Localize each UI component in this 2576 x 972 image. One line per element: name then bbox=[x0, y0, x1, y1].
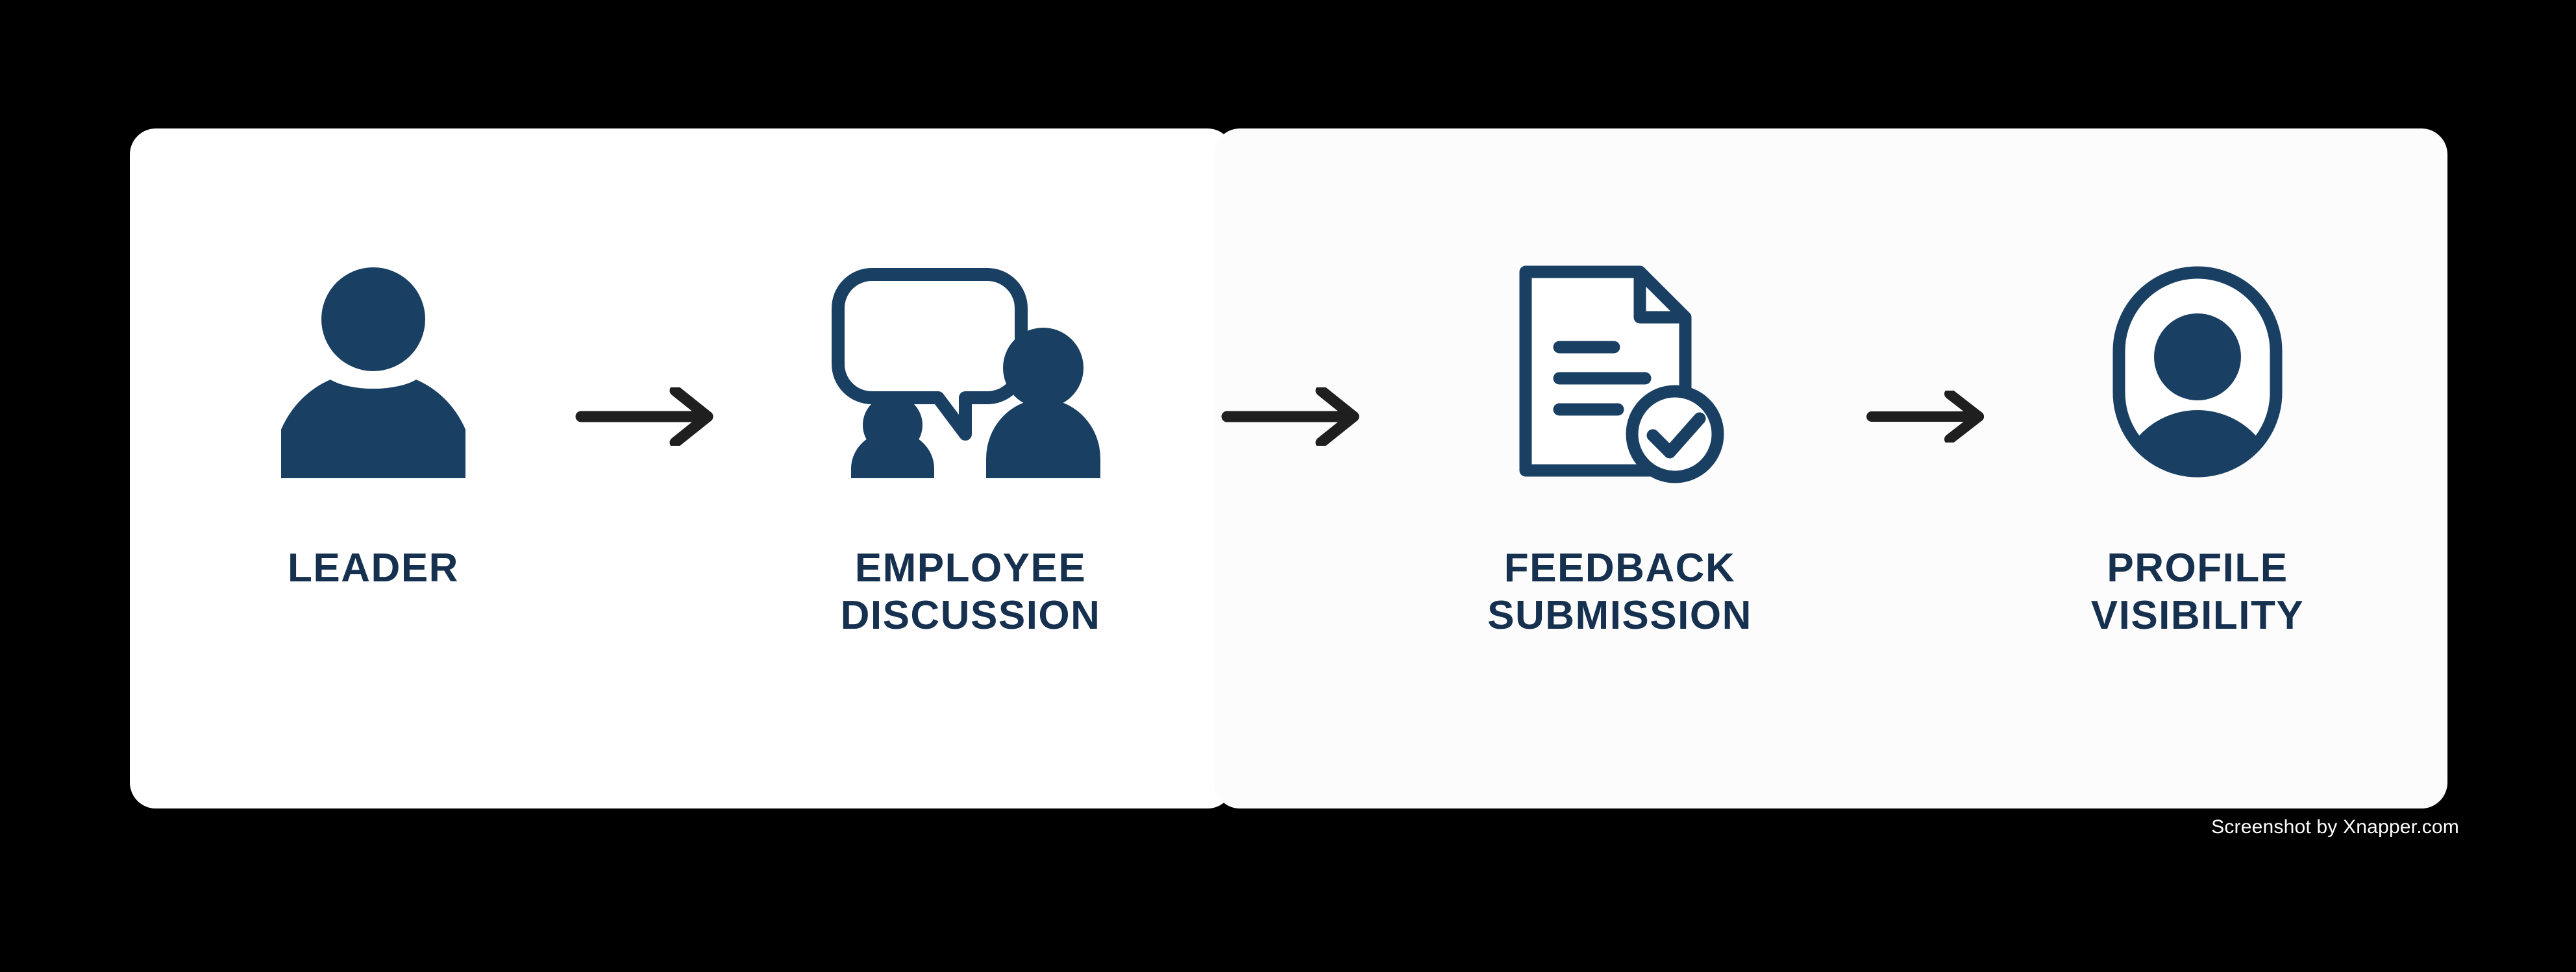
process-flow-diagram: LEADER bbox=[130, 128, 2447, 808]
card-panel-right bbox=[1214, 128, 2447, 808]
flow-step-label: FEEDBACK SUBMISSION bbox=[1487, 546, 1752, 638]
flow-step-employee-discussion[interactable]: EMPLOYEE DISCUSSION bbox=[743, 232, 1198, 705]
xnapper-watermark: Screenshot by Xnapper.com bbox=[2211, 816, 2459, 838]
document-check-icon bbox=[1513, 232, 1727, 511]
flow-step-leader[interactable]: LEADER bbox=[192, 232, 555, 705]
person-icon bbox=[276, 232, 471, 511]
flow-step-profile-visibility[interactable]: PROFILE VISIBILITY bbox=[2009, 232, 2386, 705]
flow-step-label: PROFILE VISIBILITY bbox=[2090, 546, 2305, 638]
profile-avatar-icon bbox=[2103, 232, 2292, 511]
arrow-right-icon bbox=[555, 387, 743, 446]
flow-step-feedback-submission[interactable]: FEEDBACK SUBMISSION bbox=[1393, 232, 1847, 705]
flow-step-label: EMPLOYEE DISCUSSION bbox=[840, 546, 1101, 638]
flow-step-label: LEADER bbox=[288, 546, 459, 590]
arrow-right-icon bbox=[1847, 391, 2009, 443]
arrow-right-icon bbox=[1198, 387, 1393, 446]
two-people-speech-bubble-icon bbox=[828, 232, 1113, 511]
